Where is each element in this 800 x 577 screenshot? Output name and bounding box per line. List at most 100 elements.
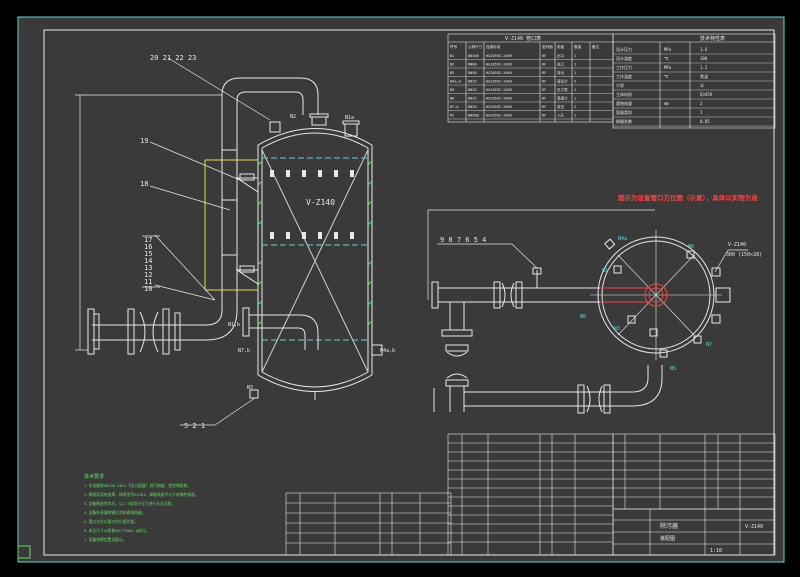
balloon-19: 19 (140, 137, 148, 145)
nozzle-table-cell: 1 (574, 88, 576, 92)
nozzle-table-cell: DN80 (468, 63, 477, 67)
nozzle-table-cell: 1 (574, 97, 576, 101)
nozzle-table-cell: 压力表 (557, 87, 568, 92)
nozzle-table-cell: RF (542, 97, 546, 101)
tech-table-title: 技术特性表 (700, 35, 725, 42)
tech-table-cell: 主体材质 (616, 91, 632, 97)
balloon-stack-item: 14 (144, 257, 152, 265)
nozzle-table-header: 备注 (592, 44, 600, 49)
title-block-sub: 装配图 (660, 535, 675, 542)
tech-table-cell: mm (664, 101, 669, 106)
plan-detail-label: 300 (150×28) (726, 252, 762, 258)
plan-balloon-tag: V-Z140 (728, 242, 746, 248)
tech-table-cell: 介质 (616, 82, 624, 88)
nozzle-table-cell: N7,b (450, 105, 459, 109)
tech-table-cell: MPa (664, 65, 672, 70)
nozzle-table-cell: 1 (574, 54, 576, 58)
nozzle-table-cell: N1 (450, 54, 454, 58)
title-block-drawing-no: V-Z140 (745, 524, 763, 530)
nozzle-table-cell: HG20592-2009 (486, 80, 512, 84)
nozzle-table-header: 连接标准 (486, 44, 501, 49)
nozzle-table-cell: HG20592-2009 (486, 105, 512, 109)
balloon-stack-item: 13 (144, 264, 152, 272)
plan-nozzle-stubs (604, 238, 731, 358)
nozzle-label-n1a: N1a (345, 115, 354, 121)
nozzle-table-cell: N4a,b (450, 80, 461, 84)
notes-line: 4.设备外表面除锈后涂防锈漆两遍。 (84, 510, 146, 515)
nozzle-table-title: V-Z140 管口表 (505, 35, 541, 42)
nozzle-table-cell: HG20592-2009 (486, 63, 512, 67)
balloon-stack-item: 16 (144, 243, 152, 251)
title-block-scale: 1:10 (710, 548, 722, 554)
plan-n-label: N7 (706, 342, 712, 348)
nozzle-table-cell: N2 (450, 63, 454, 67)
tech-table-cell: 100 (700, 56, 708, 61)
nozzle-table-cell: 1 (574, 71, 576, 75)
nozzle-table-cell: DN25 (468, 88, 477, 92)
corner-mark (17, 545, 31, 559)
plan-n-label: N3 (614, 326, 620, 332)
balloon-stack: 17 16 15 14 13 12 11 10 (144, 236, 152, 293)
nozzle-table-cell: RF (542, 88, 546, 92)
plan-red-pipe (600, 283, 668, 307)
tech-table-cell: MPa (664, 47, 672, 52)
tech-table-cell: 设计温度 (616, 55, 632, 61)
tech-table-cell: 工作压力 (616, 64, 632, 70)
tech-table-cell: 焊缝系数 (616, 118, 632, 124)
notes-line: 1.本设备按GB150-2011《压力容器》进行制造、检验和验收。 (84, 483, 191, 488)
nozzle-table-header: 公称尺寸 (468, 44, 483, 49)
balloon-stack-item: 12 (144, 271, 152, 279)
notes-line: 2.焊接采用电弧焊，焊条型号E4303，焊缝高度不小于较薄件厚度。 (84, 492, 199, 497)
notes-line: 5.管口方位以管口方位图为准。 (84, 519, 138, 524)
nozzle-table-cell: 进口 (557, 62, 565, 67)
bom-middle (447, 433, 614, 556)
nozzle-label-bottom: N3 (247, 385, 253, 391)
notes-line: 3.设备制造完毕后，以1.5倍设计压力进行水压试验。 (84, 501, 175, 506)
tech-table-cell: 0.85 (700, 119, 710, 124)
nozzle-table-cell: RF (542, 80, 546, 84)
nozzle-table-cell: 2 (574, 80, 576, 84)
nozzle-table-cell: DN500 (468, 114, 479, 118)
nozzle-table-cell: N6 (450, 97, 454, 101)
balloon-stack-item: 17 (144, 236, 152, 244)
plan-n-label: N8 (580, 314, 586, 320)
nozzle-table-cell: 温度计 (557, 96, 568, 101)
tech-table-cell: 水 (700, 82, 704, 88)
tech-table-cell: ℃ (664, 56, 669, 61)
notes-line: 7.设备铭牌位置见图示。 (84, 537, 127, 542)
nozzle-table-cell: DN50 (468, 71, 477, 75)
nozzle-table-cell: RF (542, 54, 546, 58)
nozzle-table-cell: 出口 (557, 53, 565, 58)
nozzle-table-cell: 液位计 (557, 79, 568, 84)
tech-table-cell: 设计压力 (616, 46, 632, 52)
perforation-slots (270, 170, 354, 239)
nozzle-table-header: 数量 (574, 44, 582, 49)
tech-table-cell: ℃ (664, 74, 669, 79)
tech-table-cell: 工作温度 (616, 73, 632, 79)
balloon-top: 20 21 22 23 (150, 54, 196, 62)
nozzle-table-cell: DN100 (468, 54, 479, 58)
vessel-tag: V-Z140 (306, 198, 335, 207)
nozzle-table-cell: DN20 (468, 105, 477, 109)
nozzle-table-cell: 放空 (557, 104, 565, 109)
balloon-bottom: 5 2 1 (184, 422, 205, 430)
title-block-name: 除污器 (660, 522, 678, 530)
nozzle-label-n7: N7,b (238, 348, 250, 354)
nozzle-table-cell: HG20592-2009 (486, 97, 512, 101)
nozzle-table-cell: RF (542, 71, 546, 75)
plan-leader (437, 243, 748, 273)
notes-lines: 1.本设备按GB150-2011《压力容器》进行制造、检验和验收。 2.焊接采用电… (84, 483, 199, 542)
tech-table-cell: 1.2 (700, 65, 708, 70)
nozzle-label-n2: N2 (290, 114, 296, 120)
dimension-yellow (204, 159, 258, 291)
dimension-lines-left (75, 57, 271, 426)
sheet-outline (17, 16, 785, 563)
plan-balloon-row: 9 8 7 6 5 4 (440, 236, 486, 244)
balloon-stack-item: 10 (144, 285, 152, 293)
balloon-stack-item: 11 (144, 278, 152, 286)
notes-line: 6.未注尺寸公差按GB/T1804-m执行。 (84, 528, 149, 533)
bom-right (612, 433, 776, 510)
tech-table-cell: 1.6 (700, 47, 708, 52)
